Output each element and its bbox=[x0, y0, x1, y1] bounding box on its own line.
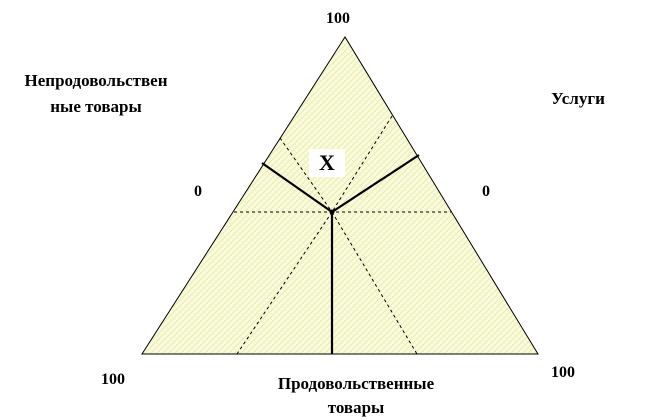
grid-line-right-upper bbox=[331, 115, 393, 213]
point-marker-label: X bbox=[319, 150, 335, 175]
grid-lines bbox=[234, 115, 451, 355]
point-marker-box bbox=[309, 149, 345, 177]
right-vertex-label: 100 bbox=[551, 364, 575, 381]
perpendicular-lines bbox=[261, 154, 420, 354]
perpendicular-to-right-side bbox=[331, 154, 420, 213]
axis-label-food-line2: товары bbox=[328, 398, 385, 417]
axis-label-nonfood-line1: Непродовольствен bbox=[25, 71, 168, 90]
axis-label-nonfood-line2: ные товары bbox=[50, 97, 141, 116]
axis-label-services: Услуги bbox=[551, 89, 605, 108]
top-vertex-label: 100 bbox=[326, 10, 350, 27]
triangle-area bbox=[141, 36, 539, 355]
perpendicular-to-left-side bbox=[261, 162, 333, 213]
axis-label-food-line1: Продовольственные bbox=[278, 374, 435, 393]
left-side-zero-label: 0 bbox=[194, 183, 202, 200]
grid-line-right-lower bbox=[236, 211, 333, 355]
composition-point bbox=[329, 209, 335, 215]
right-side-zero-label: 0 bbox=[482, 183, 490, 200]
left-vertex-label: 100 bbox=[101, 371, 125, 388]
